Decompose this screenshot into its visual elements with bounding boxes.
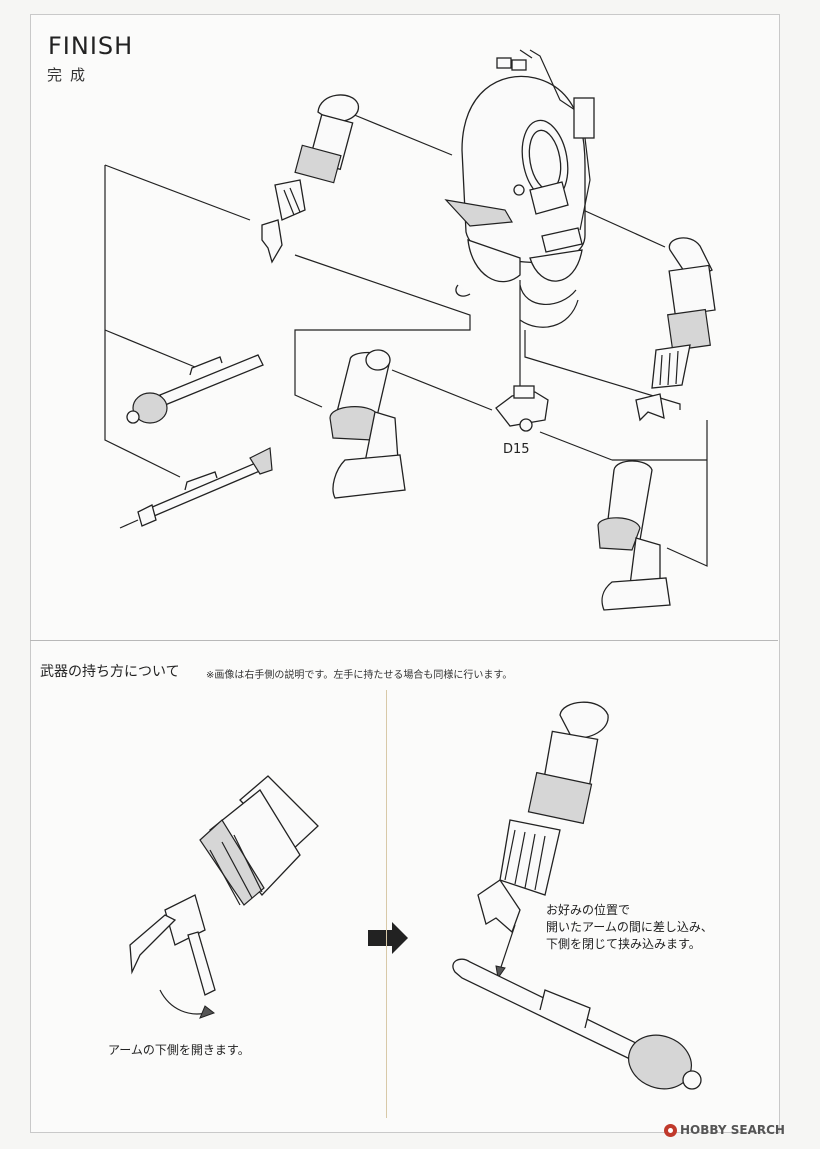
claw-closeup: [129, 775, 319, 1019]
page-title: FINISH: [48, 32, 134, 60]
right-leg-part: [597, 460, 671, 611]
watermark-text: HOBBY SEARCH: [680, 1123, 785, 1137]
hobby-search-logo-icon: [664, 1123, 677, 1137]
robot-body: [444, 49, 595, 328]
step-arrow-icon: [368, 922, 408, 954]
part-d15: [495, 385, 549, 432]
part-label-d15: D15: [503, 442, 530, 457]
weapon-drill: [119, 447, 273, 529]
watermark: HOBBY SEARCH: [664, 1123, 785, 1137]
panel-divider: [386, 690, 387, 1118]
weapon-cannon: [126, 354, 264, 424]
right-panel-caption: お好みの位置で 開いたアームの間に差し込み、 下側を閉じて挟み込みます。: [546, 902, 713, 953]
left-panel-caption: アームの下側を開きます。: [108, 1043, 250, 1057]
section-divider: [30, 640, 778, 641]
right-caption-line: 下側を閉じて挟み込みます。: [546, 937, 701, 951]
right-caption-line: お好みの位置で: [546, 903, 631, 917]
arm-holding-weapon: [452, 701, 702, 1090]
right-arm-part: [635, 237, 716, 422]
page-subtitle: 完成: [47, 66, 94, 84]
weapon-section-note: ※画像は右手側の説明です。左手に持たせる場合も同様に行います。: [206, 670, 513, 681]
right-caption-line: 開いたアームの間に差し込み、: [546, 920, 713, 934]
weapon-section-title: 武器の持ち方について: [40, 664, 180, 680]
left-arm-part: [261, 94, 360, 264]
assembly-guide-lines: [104, 113, 708, 567]
left-leg-part: [329, 349, 406, 499]
